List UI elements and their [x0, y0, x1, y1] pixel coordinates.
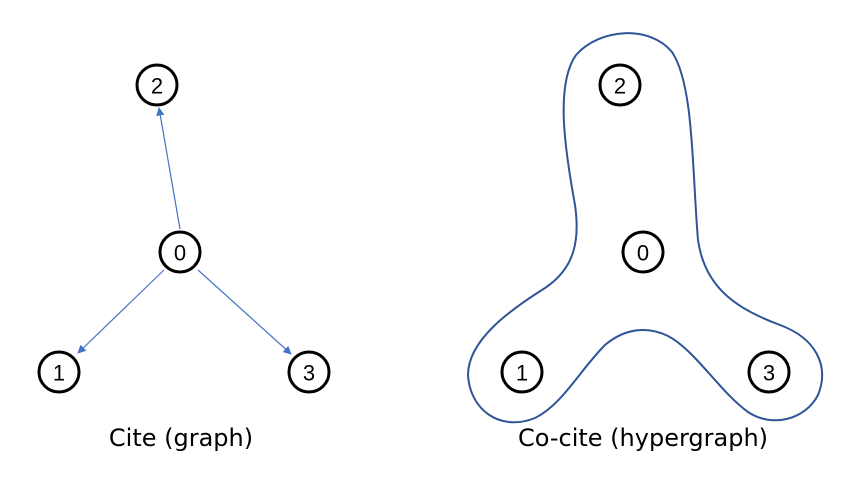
node-label: 1 [516, 361, 528, 386]
cocite-caption: Co-cite (hypergraph) [518, 424, 768, 452]
node-label: 2 [614, 74, 626, 99]
edge-0-to-3 [197, 269, 292, 355]
node-label: 2 [151, 74, 163, 99]
cite-graph-panel: 2 0 1 3 Cite (graph) [37, 63, 331, 452]
node-label: 0 [174, 241, 186, 266]
hyperedge-boundary [466, 32, 823, 424]
edge-0-to-1 [77, 269, 165, 354]
node-1: 1 [37, 350, 81, 394]
cite-caption: Cite (graph) [109, 424, 253, 452]
node-1: 1 [500, 350, 544, 394]
node-0: 0 [621, 230, 665, 274]
cocite-hypergraph-panel: 2 0 1 3 Co-cite (hypergraph) [466, 32, 823, 452]
node-label: 3 [763, 361, 775, 386]
node-label: 3 [303, 361, 315, 386]
node-3: 3 [747, 350, 791, 394]
node-label: 0 [637, 241, 649, 266]
node-2: 2 [135, 63, 179, 107]
node-2: 2 [598, 63, 642, 107]
node-0: 0 [158, 230, 202, 274]
node-3: 3 [287, 350, 331, 394]
node-label: 1 [53, 361, 65, 386]
edge-0-to-2 [156, 107, 181, 230]
